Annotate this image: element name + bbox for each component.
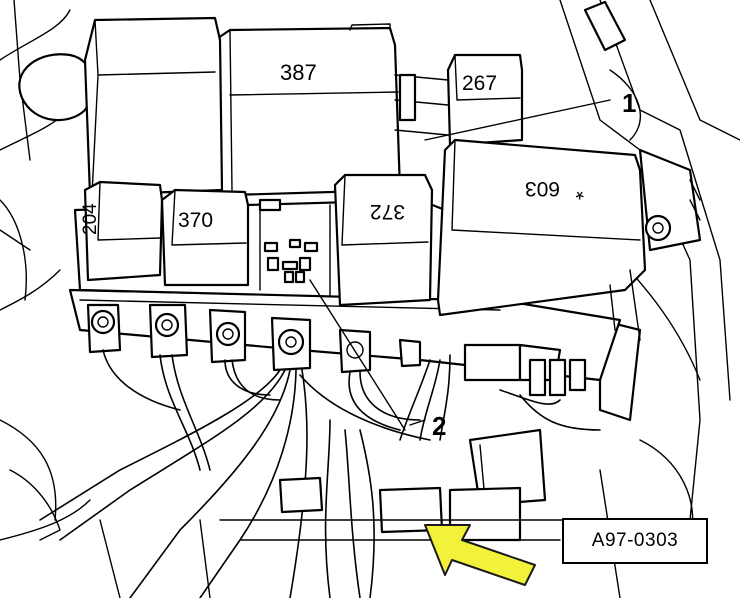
yellow-arrow-icon — [424, 524, 536, 586]
relay-603-mark: * — [575, 179, 584, 204]
relay-267-label: 267 — [462, 72, 497, 95]
callout-2: 2 — [309, 279, 446, 441]
relay-372-label: 372 — [370, 200, 405, 223]
relay-back-left — [83, 16, 224, 197]
relay-372: 372 — [333, 173, 434, 307]
relay-387-label: 387 — [280, 60, 317, 85]
callout-1: 1 — [424, 88, 636, 141]
reference-code: A97-0303 — [591, 530, 679, 551]
relay-204: 204 — [80, 180, 164, 282]
relay-603: 603 * — [436, 138, 647, 341]
relay-370-label: 370 — [178, 209, 213, 232]
wiring-harness — [39, 349, 601, 598]
relay-603-label: 603 — [525, 177, 560, 200]
relay-387: 387 — [213, 23, 402, 197]
relay-267: 267 — [394, 53, 524, 147]
reference-code-box: A97-0303 — [562, 518, 708, 564]
relay-370: 370 — [160, 188, 250, 287]
relay-204-label: 204 — [80, 203, 101, 235]
callout-1-label: 1 — [622, 88, 636, 118]
callout-2-label: 2 — [432, 411, 446, 441]
